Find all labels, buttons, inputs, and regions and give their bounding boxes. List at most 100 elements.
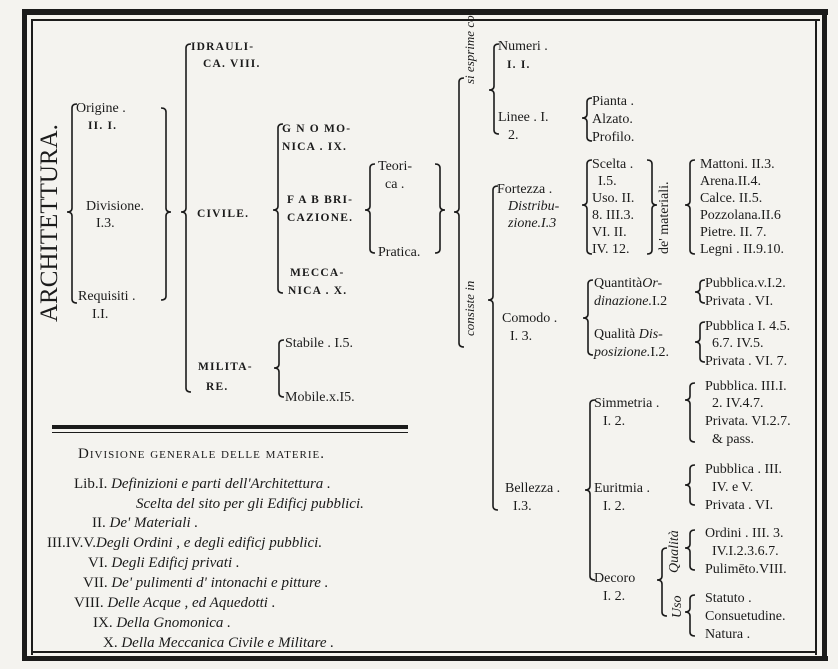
quantita-item: Privata . VI. xyxy=(705,294,774,309)
civile-child: G N O MO- xyxy=(282,123,352,135)
divider xyxy=(52,432,408,433)
brace xyxy=(581,159,593,255)
materiale-item: Arena.II.4. xyxy=(700,174,762,189)
branch-label: CIVILE. xyxy=(197,208,250,220)
qualita-item: 6.7. IV.5. xyxy=(712,336,764,351)
root-label: ARCHITETTURA. xyxy=(36,124,63,322)
brace xyxy=(582,279,594,356)
materiale-item: Mattoni. II.3. xyxy=(700,157,775,172)
materiale-item: Legni . II.9.10. xyxy=(700,242,784,257)
brace xyxy=(684,594,696,637)
aspect-label: Divisione. xyxy=(86,199,144,214)
bellezza-child: Simmetria . xyxy=(594,396,660,411)
comodo-child: Qualità Dis- xyxy=(594,327,663,342)
toc-text: Della Meccanica Civile e Militare . xyxy=(121,635,335,651)
scelta-item: Scelta . xyxy=(592,157,634,172)
consiste-sub: Distribu- xyxy=(508,199,560,214)
linee-child: Pianta . xyxy=(592,94,634,109)
toc-num: II. xyxy=(92,515,110,531)
frame-rule xyxy=(32,651,816,653)
consiste-item: Fortezza . xyxy=(497,182,553,197)
consiste-sub: zione.I.3 xyxy=(508,216,557,231)
simmetria-item: 2. IV.4.7. xyxy=(712,396,764,411)
ref: I.2. xyxy=(650,345,670,360)
decoro-item: Natura . xyxy=(705,627,751,642)
toc-line: III.IV.V.Degli Ordini , e degli edificj … xyxy=(47,533,322,553)
civile-child: MECCA- xyxy=(290,267,345,279)
decoro-item: Ordini . III. 3. xyxy=(705,526,784,541)
fabbricazione-part: ca . xyxy=(385,177,405,192)
brace xyxy=(364,163,376,254)
materiale-item: Pozzolana.II.6 xyxy=(700,208,781,223)
label-italic: dinazione. xyxy=(594,294,652,309)
scelta-item: IV. 12. xyxy=(592,242,630,257)
decoro-item: IV.I.2.3.6.7. xyxy=(712,544,779,559)
branch-label: RE. xyxy=(206,381,229,393)
label: Qualità xyxy=(594,327,639,342)
decoro-item: Statuto . xyxy=(705,591,752,606)
scelta-item: VI. II. xyxy=(592,225,627,240)
frame-rule xyxy=(22,9,828,15)
label-italic: posizione. xyxy=(594,345,651,360)
connector-label: consiste in xyxy=(462,280,477,336)
aspect-label: Requisiti . xyxy=(78,289,136,304)
aspect-ref: I.I. xyxy=(92,307,109,322)
bellezza-ref: I. 2. xyxy=(603,499,626,514)
toc-text: Degli Edificj privati . xyxy=(111,555,240,571)
ref: I.2 xyxy=(651,294,668,309)
connector-label: Uso xyxy=(670,595,685,618)
frame-rule xyxy=(32,19,820,21)
brace xyxy=(584,399,596,581)
branch-label: MILITA- xyxy=(198,361,253,373)
frame-rule xyxy=(31,19,33,655)
label-italic: Or- xyxy=(642,276,663,291)
brace xyxy=(434,163,446,254)
fabbricazione-part: Teori- xyxy=(378,159,413,174)
consiste-item: Comodo . xyxy=(502,311,558,326)
connector-label: Qualità xyxy=(667,530,682,573)
toc-line: VIII. Delle Acque , ed Aquedotti . xyxy=(74,593,275,613)
esprime-item: Numeri . xyxy=(498,39,548,54)
comodo-child: QuantitàOr- xyxy=(594,276,662,291)
toc-num: X. xyxy=(103,635,122,651)
label: Quantità xyxy=(594,276,643,291)
toc-text: Scelta del sito per gli Edificj pubblici… xyxy=(136,496,364,512)
civile-child: NICA . IX. xyxy=(282,141,348,153)
bellezza-child: Decoro xyxy=(594,571,636,586)
euritmia-item: IV. e V. xyxy=(712,480,754,495)
toc-num: VIII. xyxy=(74,595,108,611)
linee-child: Alzato. xyxy=(592,112,633,127)
comodo-child: posizione.I.2. xyxy=(594,345,669,360)
toc-text: Della Gnomonica . xyxy=(116,615,231,631)
toc-num: Lib.I. xyxy=(74,476,112,492)
simmetria-item: & pass. xyxy=(712,432,754,447)
frame-rule xyxy=(815,19,817,655)
toc-num: VI. xyxy=(88,555,112,571)
euritmia-item: Pubblica . III. xyxy=(705,462,782,477)
toc-line: VII. De' pulimenti d' intonachi e pittur… xyxy=(83,573,328,593)
brace xyxy=(684,159,696,255)
bellezza-ref: I. 2. xyxy=(603,414,626,429)
toc-text: De' pulimenti d' intonachi e pitture . xyxy=(111,575,329,591)
consiste-ref: I. 3. xyxy=(510,329,533,344)
toc-line: Lib.I. Definizioni e parti dell'Architet… xyxy=(74,474,331,494)
brace xyxy=(694,279,706,304)
frame-rule xyxy=(822,9,827,661)
brace xyxy=(160,107,172,301)
toc-num: III.IV.V. xyxy=(47,535,97,551)
militare-child: Mobile.x.I5. xyxy=(285,390,355,405)
consiste-ref: I.3. xyxy=(513,499,532,514)
toc-line: X. Della Meccanica Civile e Militare . xyxy=(103,633,334,653)
aspect-ref: I.3. xyxy=(96,216,115,231)
branch-label: CA. VIII. xyxy=(203,58,261,70)
materiale-item: Pietre. II. 7. xyxy=(700,225,767,240)
esprime-item: Linee . I. xyxy=(498,110,549,125)
scelta-item: Uso. II. xyxy=(592,191,635,206)
simmetria-item: Privata. VI.2.7. xyxy=(705,414,791,429)
qualita-item: Privata . VI. 7. xyxy=(705,354,788,369)
brace xyxy=(180,43,192,393)
brace xyxy=(684,529,696,571)
bellezza-ref: I. 2. xyxy=(603,589,626,604)
toc-num: VII. xyxy=(83,575,112,591)
toc-line: II. De' Materiali . xyxy=(92,513,198,533)
